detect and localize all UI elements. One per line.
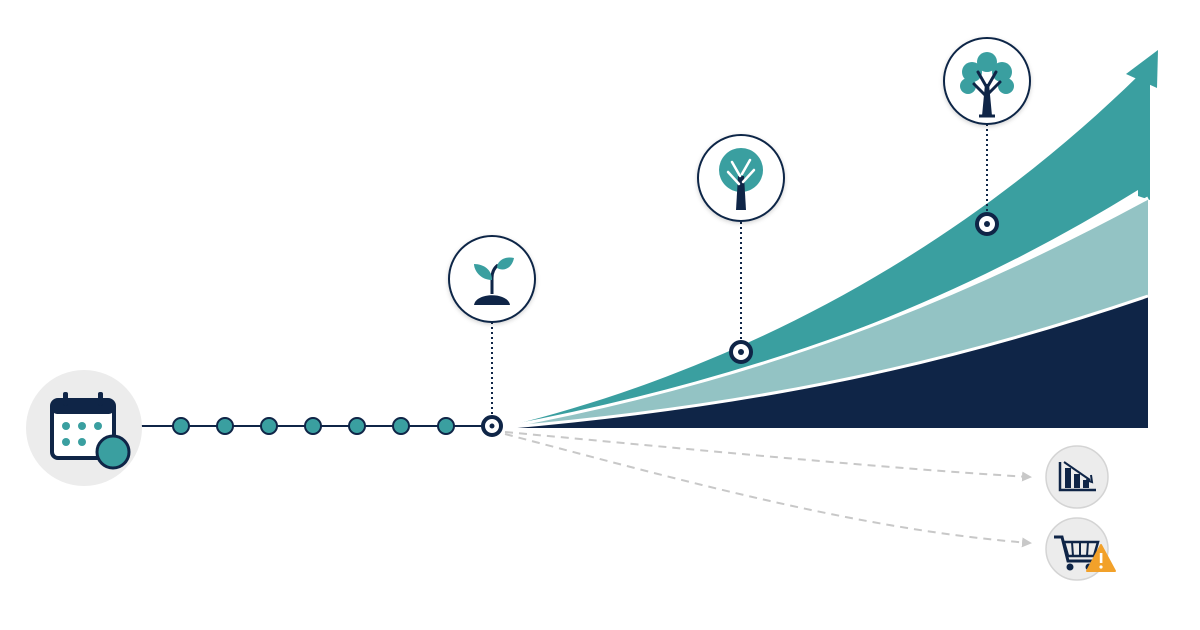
- growth-curve: [499, 50, 1158, 430]
- alternative-paths: [504, 431, 1032, 548]
- growth-band-light-teal: [500, 198, 1148, 428]
- risk-outcome-purchase: [1045, 517, 1116, 581]
- alternative-path-purchase: [504, 433, 1032, 548]
- timeline-dot: [392, 417, 410, 435]
- mature-tree-icon: [960, 52, 1014, 118]
- milestone-3-badge: [943, 37, 1031, 125]
- band-separator-upper: [499, 196, 1149, 430]
- young-tree-icon: [719, 148, 763, 210]
- waiting-timeline: [140, 417, 492, 435]
- growth-band-teal: [500, 76, 1138, 428]
- growth-band-navy: [500, 296, 1148, 428]
- growth-shaft: [1138, 70, 1150, 200]
- timeline-dot: [260, 417, 278, 435]
- seedling-icon: [474, 257, 514, 305]
- milestone-1: [448, 235, 536, 437]
- band-separator-lower: [499, 294, 1149, 430]
- timeline-dot: [437, 417, 455, 435]
- declining-bar-chart-icon: [1058, 461, 1096, 492]
- shopping-cart-warning-icon: [1054, 535, 1116, 572]
- alternative-path-decline: [504, 431, 1032, 482]
- timeline-dot: [348, 417, 366, 435]
- milestone-3: [943, 37, 1031, 236]
- start-calendar-node: [26, 370, 142, 486]
- timeline-dot: [304, 417, 322, 435]
- milestone-2: [697, 134, 785, 364]
- calendar-icon: [50, 392, 131, 470]
- timeline-dot: [172, 417, 190, 435]
- risk-outcome-decline: [1045, 445, 1109, 509]
- timeline-dot: [216, 417, 234, 435]
